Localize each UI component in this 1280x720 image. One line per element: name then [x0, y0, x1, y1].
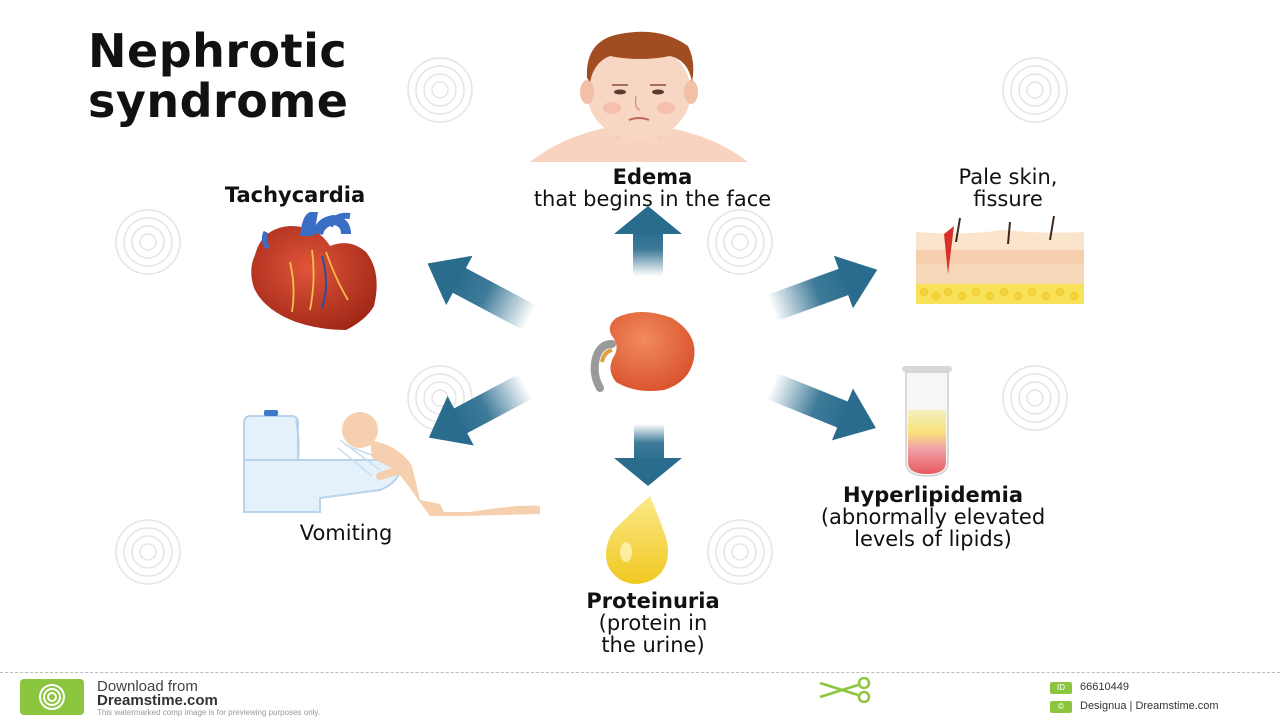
label-edema-name: Edema: [612, 165, 693, 189]
label-pale-skin: Pale skin, fissure: [920, 166, 1096, 210]
id-badge: ID: [1050, 682, 1072, 694]
label-edema-detail: that begins in the face: [533, 187, 772, 211]
skin-layers-icon: [916, 215, 1084, 304]
label-proteinuria: Proteinuria (protein in the urine): [545, 590, 761, 656]
page-title: Nephrotic syndrome: [88, 26, 508, 126]
arrow-icon-up: [614, 206, 682, 276]
watermark-pattern: [115, 57, 1068, 585]
credit-text: Designua | Dreamstime.com: [1080, 700, 1219, 712]
label-hyperlipidemia-name: Hyperlipidemia: [842, 483, 1024, 507]
diagram-canvas: [115, 31, 1084, 585]
watermark-footer: Download from Dreamstime.com This waterm…: [0, 672, 1280, 720]
person-vomiting-icon: [243, 410, 540, 516]
label-proteinuria-name: Proteinuria: [586, 589, 720, 613]
label-pale-skin-line2: fissure: [973, 187, 1043, 211]
heart-icon: [251, 212, 377, 330]
scissors-icon: [819, 677, 871, 703]
label-pale-skin-line1: Pale skin,: [958, 165, 1058, 189]
arrow-icon-lower-left: [428, 373, 533, 446]
site-link[interactable]: Dreamstime.com: [97, 692, 218, 709]
label-hyperlipidemia: Hyperlipidemia (abnormally elevated leve…: [760, 484, 1106, 550]
label-proteinuria-line1: (protein in: [598, 611, 708, 635]
arrow-icon-lower-right: [766, 373, 876, 441]
label-vomiting: Vomiting: [260, 522, 432, 544]
label-hyperlipidemia-line1: (abnormally elevated: [820, 505, 1046, 529]
arrow-icon-upper-right: [767, 255, 878, 322]
test-tube-icon: [902, 366, 952, 477]
label-tachycardia-name: Tachycardia: [224, 183, 366, 207]
spiral-icon: [39, 684, 65, 710]
arrow-icon-down: [614, 424, 682, 486]
copyright-badge: ©: [1050, 701, 1072, 713]
urine-drop-icon: [606, 496, 668, 584]
arrow-icon-upper-left: [427, 255, 537, 331]
face-icon: [530, 31, 748, 162]
label-vomiting-name: Vomiting: [299, 521, 393, 545]
download-from-text: Download from: [97, 678, 198, 695]
title-line-2: syndrome: [88, 74, 349, 128]
title-line-1: Nephrotic: [88, 24, 348, 78]
watermark-note: This watermarked comp image is for previ…: [97, 708, 321, 717]
kidney-icon: [590, 312, 695, 392]
label-edema: Edema that begins in the face: [470, 166, 835, 210]
label-hyperlipidemia-line2: levels of lipids): [854, 527, 1012, 551]
dreamstime-logo[interactable]: [20, 679, 84, 715]
label-proteinuria-line2: the urine): [601, 633, 705, 657]
image-id: 66610449: [1080, 681, 1129, 693]
label-tachycardia: Tachycardia: [188, 184, 402, 206]
